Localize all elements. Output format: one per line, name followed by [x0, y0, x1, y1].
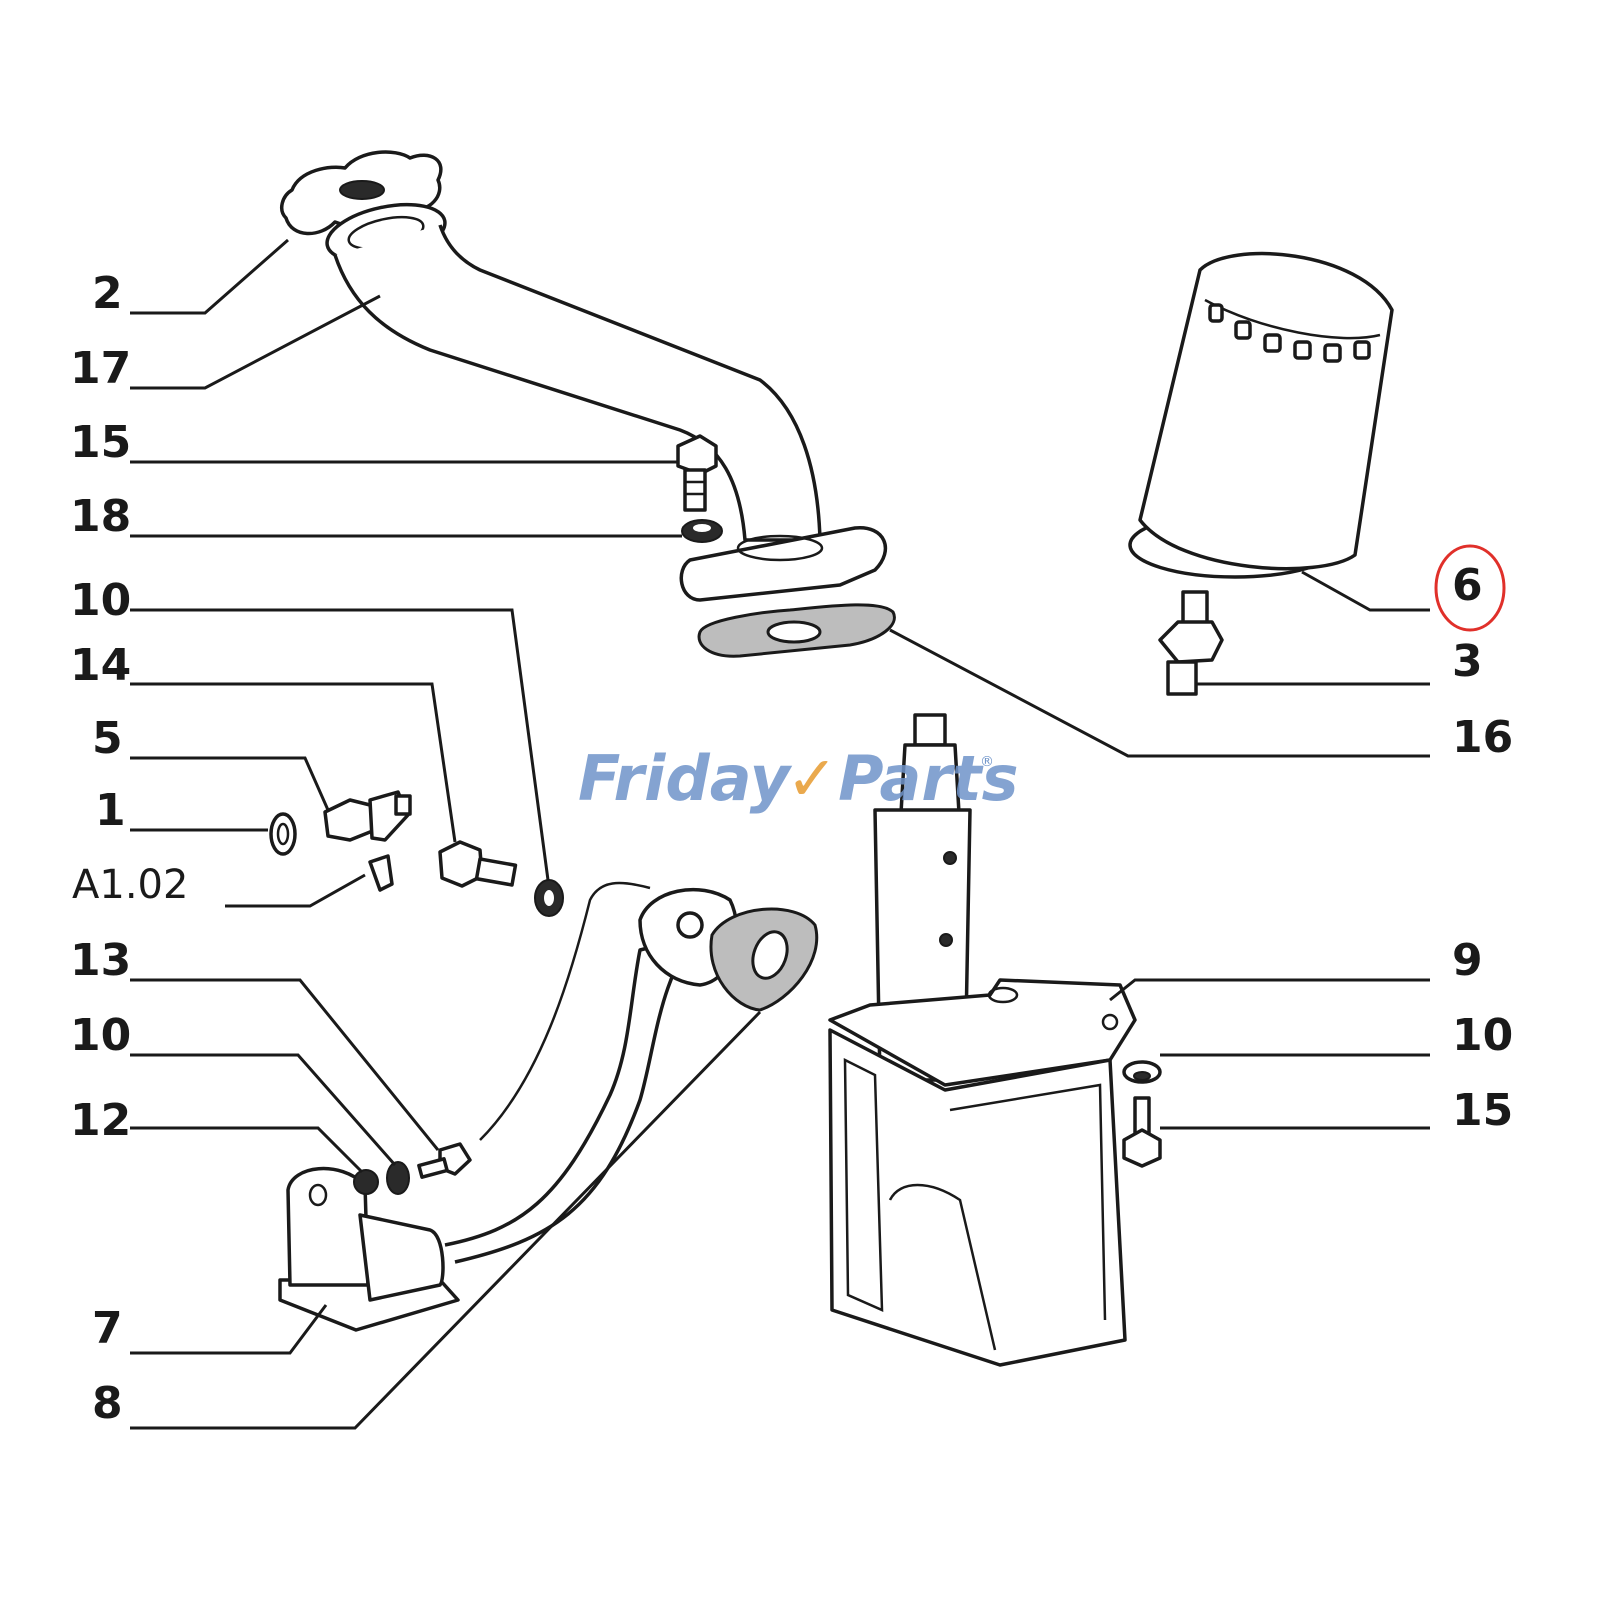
flange-gasket-icon	[697, 603, 896, 658]
washer-icon	[386, 1161, 410, 1195]
leader-lines	[130, 238, 1430, 1430]
part-label: 1	[95, 785, 126, 836]
part-label: 10	[70, 575, 131, 626]
part-label: 13	[70, 935, 131, 986]
bolt-icon	[1122, 1096, 1162, 1168]
part-label-highlighted: 6	[1452, 560, 1483, 611]
part-label: 14	[70, 640, 131, 691]
sealing-washer-icon	[269, 812, 297, 856]
washer-icon	[1122, 1060, 1162, 1084]
oil-filter-icon	[1128, 251, 1394, 579]
part-label: 17	[70, 343, 131, 394]
part-label: 9	[1452, 935, 1483, 986]
part-label: 10	[1452, 1010, 1513, 1061]
left-labels: 2 17 15 18 10 14 5 1 A1.02 13 10 12 7 8	[70, 268, 188, 1429]
pickup-flange-gasket-icon	[709, 907, 819, 1012]
banjo-bolt-icon	[438, 840, 518, 888]
oil-pressure-sender-icon	[323, 790, 412, 842]
filter-adapter-icon	[1158, 590, 1224, 696]
part-label: 8	[92, 1378, 123, 1429]
part-label: 2	[92, 268, 123, 319]
pickup-strainer-icon	[278, 1166, 460, 1332]
watermark-logo: Friday✓Parts ®	[578, 742, 1019, 815]
svg-text:®: ®	[980, 754, 994, 770]
nut-icon	[353, 1169, 379, 1195]
filter-vent-holes	[1208, 303, 1371, 363]
part-label: 7	[92, 1303, 123, 1354]
washer-icon	[681, 519, 723, 543]
washer-icon	[534, 879, 564, 917]
filler-tube-icon	[325, 202, 887, 602]
part-label: 16	[1452, 712, 1513, 763]
svg-text:Friday✓Parts: Friday✓Parts	[578, 742, 1019, 815]
bolt-icon	[676, 434, 718, 512]
part-label: 5	[92, 713, 123, 764]
part-label-code: A1.02	[72, 862, 188, 908]
highlight-circle	[1434, 544, 1506, 632]
pickup-pipe-icon	[444, 881, 739, 1264]
bolt-icon	[417, 1142, 472, 1179]
right-labels: 6 3 16 9 10 15	[1452, 560, 1513, 1136]
part-label: 15	[1452, 1085, 1513, 1136]
part-label: 12	[70, 1095, 131, 1146]
plug-icon	[368, 854, 394, 892]
part-label: 3	[1452, 636, 1483, 687]
part-label: 15	[70, 417, 131, 468]
oil-pump-icon	[828, 713, 1137, 1367]
part-label: 18	[70, 491, 131, 542]
part-label: 10	[70, 1010, 131, 1061]
